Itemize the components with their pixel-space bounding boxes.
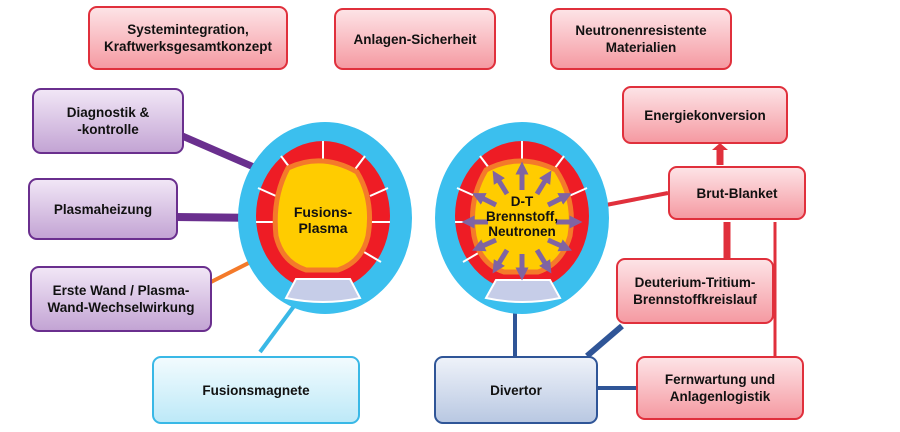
box-anlagen-sicherheit: Anlagen-Sicherheit [334, 8, 496, 70]
label-fusionsplasma: Fusions- Plasma [293, 204, 353, 236]
box-fernwartung: Fernwartung und Anlagenlogistik [636, 356, 804, 420]
divertor-right [484, 279, 562, 303]
box-divertor: Divertor [434, 356, 598, 424]
box-brennstoffkreislauf: Deuterium-Tritium- Brennstoffkreislauf [616, 258, 774, 324]
divertor-left [284, 278, 362, 303]
plasma-cross-section-left [238, 122, 412, 314]
box-fusionsmagnete: Fusionsmagnete [152, 356, 360, 424]
box-neutronenresistente-materialien: Neutronenresistente Materialien [550, 8, 732, 70]
box-erste-wand: Erste Wand / Plasma- Wand-Wechselwirkung [30, 266, 212, 332]
box-diagnostik: Diagnostik & -kontrolle [32, 88, 184, 154]
neutron-arrows [461, 161, 583, 281]
box-systemintegration: Systemintegration, Kraftwerksgesamtkonze… [88, 6, 288, 70]
arrow-energiekonversion [712, 143, 728, 150]
box-plasmaheizung: Plasmaheizung [28, 178, 178, 240]
plasma-cross-section-right [435, 122, 609, 314]
label-dt-neutronen: D-T Brennstoff, Neutronen [486, 194, 558, 239]
box-energiekonversion: Energiekonversion [622, 86, 788, 144]
line-divertor-kreislauf [585, 323, 624, 359]
box-brut-blanket: Brut-Blanket [668, 166, 806, 220]
